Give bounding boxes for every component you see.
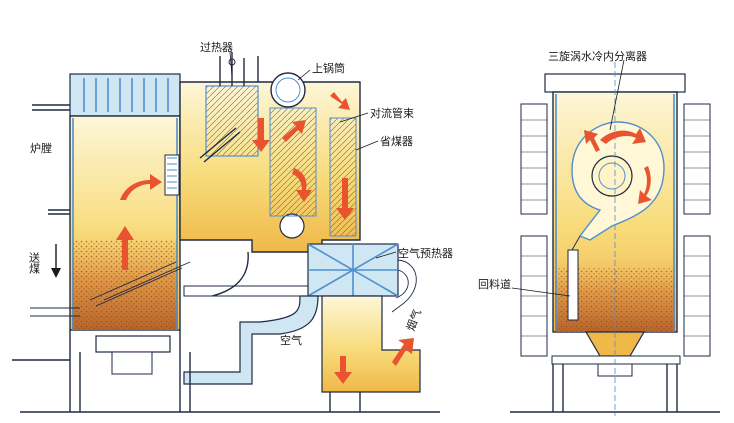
flow-arrow-icon	[334, 356, 352, 384]
front-elevation	[510, 62, 720, 416]
label-return-leg: 回料道	[478, 277, 511, 291]
platen-superheater	[164, 154, 180, 196]
primary-air-duct	[183, 295, 319, 385]
label-upper-drum: 上锅筒	[312, 61, 345, 75]
flow-arrow-icon	[282, 120, 306, 142]
leader-lines	[229, 51, 625, 297]
coal-feed	[51, 244, 61, 278]
label-economizer: 省煤器	[380, 135, 413, 148]
flow-arrow-icon	[638, 166, 652, 204]
windbox	[95, 335, 171, 353]
flow-arrows-right	[584, 128, 652, 204]
label-convection-bank: 对流管束	[370, 106, 414, 120]
flue-gas-duct	[321, 295, 421, 393]
label-cyclone-separator: 三旋涡水冷内分离器	[548, 49, 647, 63]
flow-arrow-icon	[392, 338, 414, 366]
flow-arrow-icon	[116, 226, 134, 270]
convection-bank	[269, 107, 317, 217]
side-elevation	[12, 52, 440, 413]
flow-arrow-icon	[252, 118, 270, 152]
flow-arrow-icon	[330, 92, 350, 110]
economizer-bank	[329, 117, 357, 237]
feed-arrow-icon	[51, 268, 61, 278]
label-flue-gas: 烟气	[403, 307, 424, 332]
flow-arrow-icon	[292, 168, 312, 202]
flow-arrow-icon	[584, 130, 600, 152]
label-air: 空气	[280, 333, 302, 347]
roof-tubes	[83, 78, 169, 112]
label-coal-feed: 送煤	[28, 251, 41, 275]
flow-arrow-icon	[600, 128, 646, 144]
superheater-bank	[205, 85, 259, 157]
lower-drum	[279, 213, 305, 239]
return-leg	[567, 249, 579, 321]
label-furnace: 炉膛	[30, 141, 52, 155]
flow-arrow-icon	[336, 178, 354, 220]
flow-arrows-left	[116, 92, 414, 384]
furnace-roof-panel	[69, 73, 181, 117]
vortex-finder	[591, 155, 633, 197]
label-air-preheater: 空气预热器	[398, 246, 453, 260]
flow-arrow-icon	[120, 174, 162, 200]
labels: 过热器 上锅筒 对流管束 省煤器 炉膛 送煤 空气预热器 烟气 空气 三旋涡水冷…	[28, 41, 648, 347]
label-superheater: 过热器	[200, 41, 233, 54]
